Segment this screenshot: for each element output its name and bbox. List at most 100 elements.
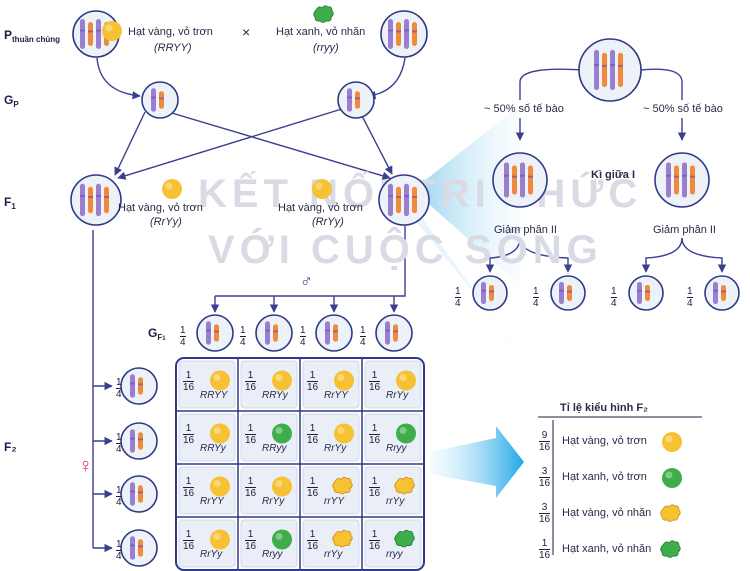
punnett-fraction-0-0-numerator: 1: [185, 370, 192, 381]
ratio-seed-0-shine: [665, 435, 673, 443]
fraction-meiosis-3-bar: [687, 297, 693, 298]
male-bracket: [215, 226, 406, 297]
m2-left-a: [485, 237, 521, 273]
cell-p2-chromosome-1: [396, 22, 401, 46]
cell-p1-chromosome-0-band: [80, 29, 85, 32]
ratio-fraction-2-numerator: 3: [541, 502, 548, 513]
fraction-meiosis-1-numerator: 1: [533, 286, 539, 297]
punnett-fraction-0-1-bar: [245, 381, 257, 382]
punnett-fraction-3-3-numerator: 1: [371, 529, 378, 540]
cell-gamete-0-chromosome-1: [489, 284, 494, 302]
meiosis-beam-lower: [413, 215, 566, 420]
punnett-seed-3-3: [394, 529, 415, 548]
cell-p2-chromosome-3-band: [412, 30, 417, 33]
meiosis-branch-left-top: [519, 68, 584, 100]
fraction-meiosis-1-bar: [533, 297, 539, 298]
cell-female-3: [120, 529, 158, 567]
punnett-fraction-0-3-bar: [369, 381, 381, 382]
cell-metaphase-left-chromosome-1-band: [512, 175, 517, 178]
ratio-table: [538, 416, 702, 558]
punnett-fraction-1-2-bar: [307, 434, 319, 435]
cell-female-3-chromosome-0-band: [130, 544, 135, 547]
ratio-fraction-2-bar: [539, 513, 551, 514]
label-gp: GP: [4, 93, 19, 109]
punnett-fraction-3-0-denominator: 16: [183, 541, 195, 552]
punnett-fraction-1-3-bar: [369, 434, 381, 435]
cell-gp2-chromosome-1: [355, 91, 360, 109]
fraction-female-0-bar: [116, 388, 122, 389]
cell-metaphase-left: [492, 152, 548, 208]
cell-gp2-chromosome-1-band: [355, 97, 360, 100]
ratio-fraction-3-numerator: 1: [541, 538, 548, 549]
cell-p1-chromosome-1-band: [88, 30, 93, 33]
punnett-genotype-3-3: rryy: [386, 549, 403, 560]
cell-metaphase-right-chromosome-0-band: [666, 174, 671, 177]
punnett-fraction-2-0-numerator: 1: [185, 476, 192, 487]
ratio-fraction-0-bar: [539, 441, 551, 442]
punnett-genotype-1-1: RRyy: [262, 443, 287, 454]
cell-metaphase-left-chromosome-2: [520, 162, 525, 198]
punnett-fraction-1-1-bar: [245, 434, 257, 435]
cell-gamete-1-chromosome-0: [559, 281, 564, 305]
punnett-fraction-1-2-denominator: 16: [307, 435, 319, 446]
male-symbol: ♂: [300, 272, 313, 291]
fraction-gf1-1-numerator: 1: [240, 325, 246, 336]
cell-f1-left-chromosome-3-band: [104, 196, 109, 199]
cell-p2-chromosome-0-band: [388, 29, 393, 32]
big-arrow: [430, 426, 524, 498]
fraction-female-1-numerator: 1: [116, 432, 122, 443]
ratio-label-0: Hạt vàng, vỏ trơn: [562, 435, 647, 447]
punnett-fraction-2-0-bar: [183, 487, 195, 488]
ratio-fraction-3-bar: [539, 549, 551, 550]
cell-gamete-1-chromosome-1-band: [567, 290, 572, 293]
f1-right-phenotype: Hạt vàng, vỏ trơn: [278, 202, 363, 214]
punnett-genotype-2-3: rrYy: [386, 496, 405, 507]
cell-p1-chromosome-2: [96, 19, 101, 49]
fraction-meiosis-1-denominator: 4: [533, 298, 539, 309]
punnett-fraction-0-2-denominator: 16: [307, 382, 319, 393]
cell-female-1: [120, 422, 158, 460]
cell-f1-right-chromosome-0-band: [388, 195, 393, 198]
cell-f1-left-chromosome-2: [96, 183, 101, 217]
punnett-fraction-2-3-numerator: 1: [371, 476, 378, 487]
cell-metaphase-left-chromosome-2-band: [520, 174, 525, 177]
female-symbol: ♀: [78, 455, 93, 477]
ratio-fraction-1-denominator: 16: [539, 478, 551, 489]
cell-gamete-1: [550, 275, 586, 311]
cell-f1-left-chromosome-1: [88, 186, 93, 214]
cell-meiosis-top-chromosome-2-band: [610, 63, 615, 66]
cell-gf1-2-chromosome-1: [333, 324, 338, 342]
arrow-gp2-f1right: [359, 111, 393, 175]
cell-gf1-0: [196, 314, 234, 352]
cell-female-3-chromosome-1-band: [138, 545, 143, 548]
punnett-fraction-1-3-denominator: 16: [369, 435, 381, 446]
fraction-female-0-denominator: 4: [116, 389, 122, 400]
ratio-table-title: Tỉ lệ kiểu hình F₂: [560, 402, 649, 414]
cell-gf1-1-chromosome-1-band: [273, 330, 278, 333]
ratio-seed-2: [660, 504, 681, 522]
punnett-fraction-2-2-numerator: 1: [309, 476, 316, 487]
punnett-fraction-1-0-bar: [183, 434, 195, 435]
fraction-female-0-numerator: 1: [116, 377, 122, 388]
punnett-genotype-1-0: RRYy: [200, 443, 226, 454]
punnett-fraction-3-1-bar: [245, 540, 257, 541]
fraction-meiosis-3-numerator: 1: [687, 286, 693, 297]
cell-female-2-chromosome-1-band: [138, 491, 143, 494]
punnett-fraction-2-1-denominator: 16: [245, 488, 257, 499]
cell-f1-left-chromosome-0-band: [80, 195, 85, 198]
arrow-gp2-f1left: [117, 107, 346, 180]
cell-gf1-3-chromosome-1: [393, 324, 398, 342]
fraction-meiosis-2-numerator: 1: [611, 286, 617, 297]
punnett-fraction-0-1-numerator: 1: [247, 370, 254, 381]
punnett-fraction-3-3-denominator: 16: [369, 541, 381, 552]
